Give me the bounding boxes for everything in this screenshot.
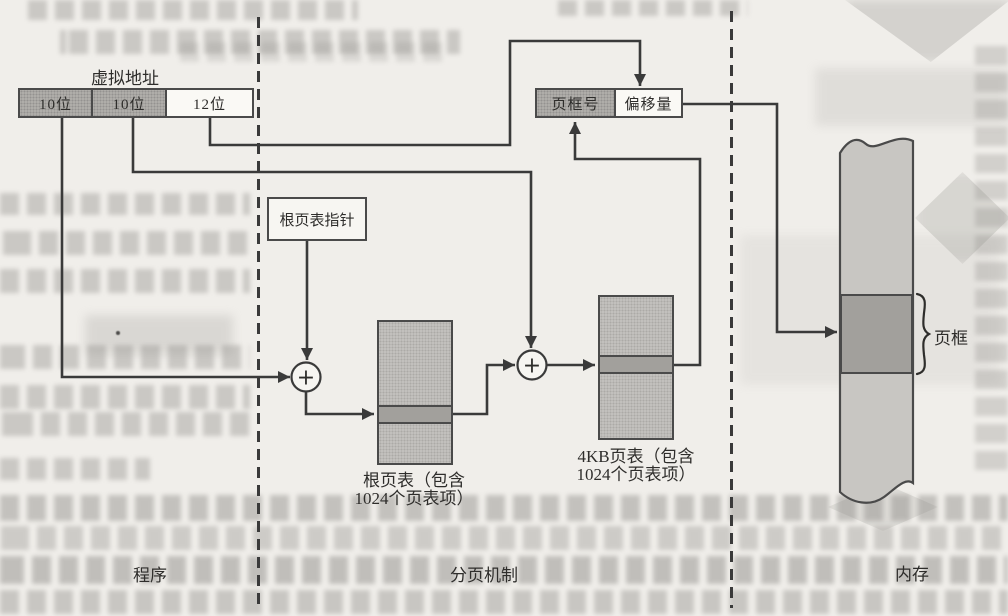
section-label-program: 程序 <box>133 566 167 585</box>
field-3-label: 12位 <box>192 96 226 113</box>
root-page-table-pointer-box: 根页表指针 <box>267 197 367 241</box>
bleedthrough-text <box>0 458 150 480</box>
field-1-label: 10位 <box>38 96 72 113</box>
adder-2-plus: + <box>523 354 541 379</box>
wire-pagetable-to-framefield <box>569 122 702 367</box>
field-2-label: 10位 <box>112 96 146 113</box>
bleedthrough-text <box>0 412 255 436</box>
wire-adder1-to-roottable <box>304 392 374 420</box>
bleedthrough-shape <box>815 68 1008 126</box>
bleedthrough-text <box>0 345 250 369</box>
bleedthrough-text <box>0 556 1008 584</box>
adder-2-circle <box>516 349 548 381</box>
root-page-table <box>377 320 453 465</box>
wire-bits1-to-adder1 <box>60 118 290 383</box>
page-frame-label: 页框 <box>934 329 968 348</box>
virtual-address-box: 10位 10位 12位 <box>18 88 254 118</box>
ink-speck <box>116 331 120 335</box>
bleedthrough-text <box>0 231 252 255</box>
kb-caption-line-1: 4KB页表（包含 <box>577 447 695 466</box>
memory-page-frame-band <box>840 294 913 374</box>
bleedthrough-text <box>180 42 450 62</box>
bleedthrough-text <box>558 0 748 16</box>
virtual-address-field-3: 12位 <box>165 90 252 116</box>
bleedthrough-text <box>0 385 250 409</box>
virtual-address-field-1: 10位 <box>20 90 91 116</box>
second-level-page-table-caption: 4KB页表（包含 1024个页表项） <box>556 448 716 484</box>
bleedthrough-text <box>0 590 1008 614</box>
virtual-address-title: 虚拟地址 <box>91 69 159 88</box>
root-page-table-selected-entry <box>379 405 451 424</box>
wire-offsetfield-to-memory <box>683 102 837 338</box>
section-label-memory: 内存 <box>895 565 929 584</box>
bleedthrough-text <box>0 495 1008 521</box>
page-frame-number-field: 页框号 <box>537 90 614 116</box>
root-page-table-pointer-label: 根页表指针 <box>279 212 355 229</box>
bleedthrough-text <box>28 0 358 20</box>
adder-1-circle <box>290 361 322 393</box>
offset-field: 偏移量 <box>614 90 681 116</box>
wire-bits3-to-offset <box>208 39 646 147</box>
bleedthrough-text <box>0 269 250 293</box>
adder-1-plus: + <box>297 366 315 391</box>
bleedthrough-text <box>975 40 1008 470</box>
bleedthrough-shape <box>85 315 233 355</box>
page-frame-brace <box>915 292 932 376</box>
root-page-table-caption: 根页表（包含 1024个页表项） <box>338 472 490 508</box>
wire-roottable-to-adder2 <box>453 359 515 416</box>
section-label-paging: 分页机制 <box>450 566 518 585</box>
virtual-address-field-2: 10位 <box>91 90 165 116</box>
root-caption-line-1: 根页表（包含 <box>363 471 465 490</box>
second-level-selected-entry <box>600 355 672 374</box>
bleedthrough-text <box>0 526 1008 550</box>
root-caption-line-2: 1024个页表项） <box>354 489 474 508</box>
wire-bits2-to-adder2 <box>131 118 537 348</box>
offset-label: 偏移量 <box>624 96 673 113</box>
page-frame-number-label: 页框号 <box>551 96 600 113</box>
physical-address-box: 页框号 偏移量 <box>535 88 683 118</box>
second-level-page-table <box>598 295 674 440</box>
kb-caption-line-2: 1024个页表项） <box>576 465 696 484</box>
